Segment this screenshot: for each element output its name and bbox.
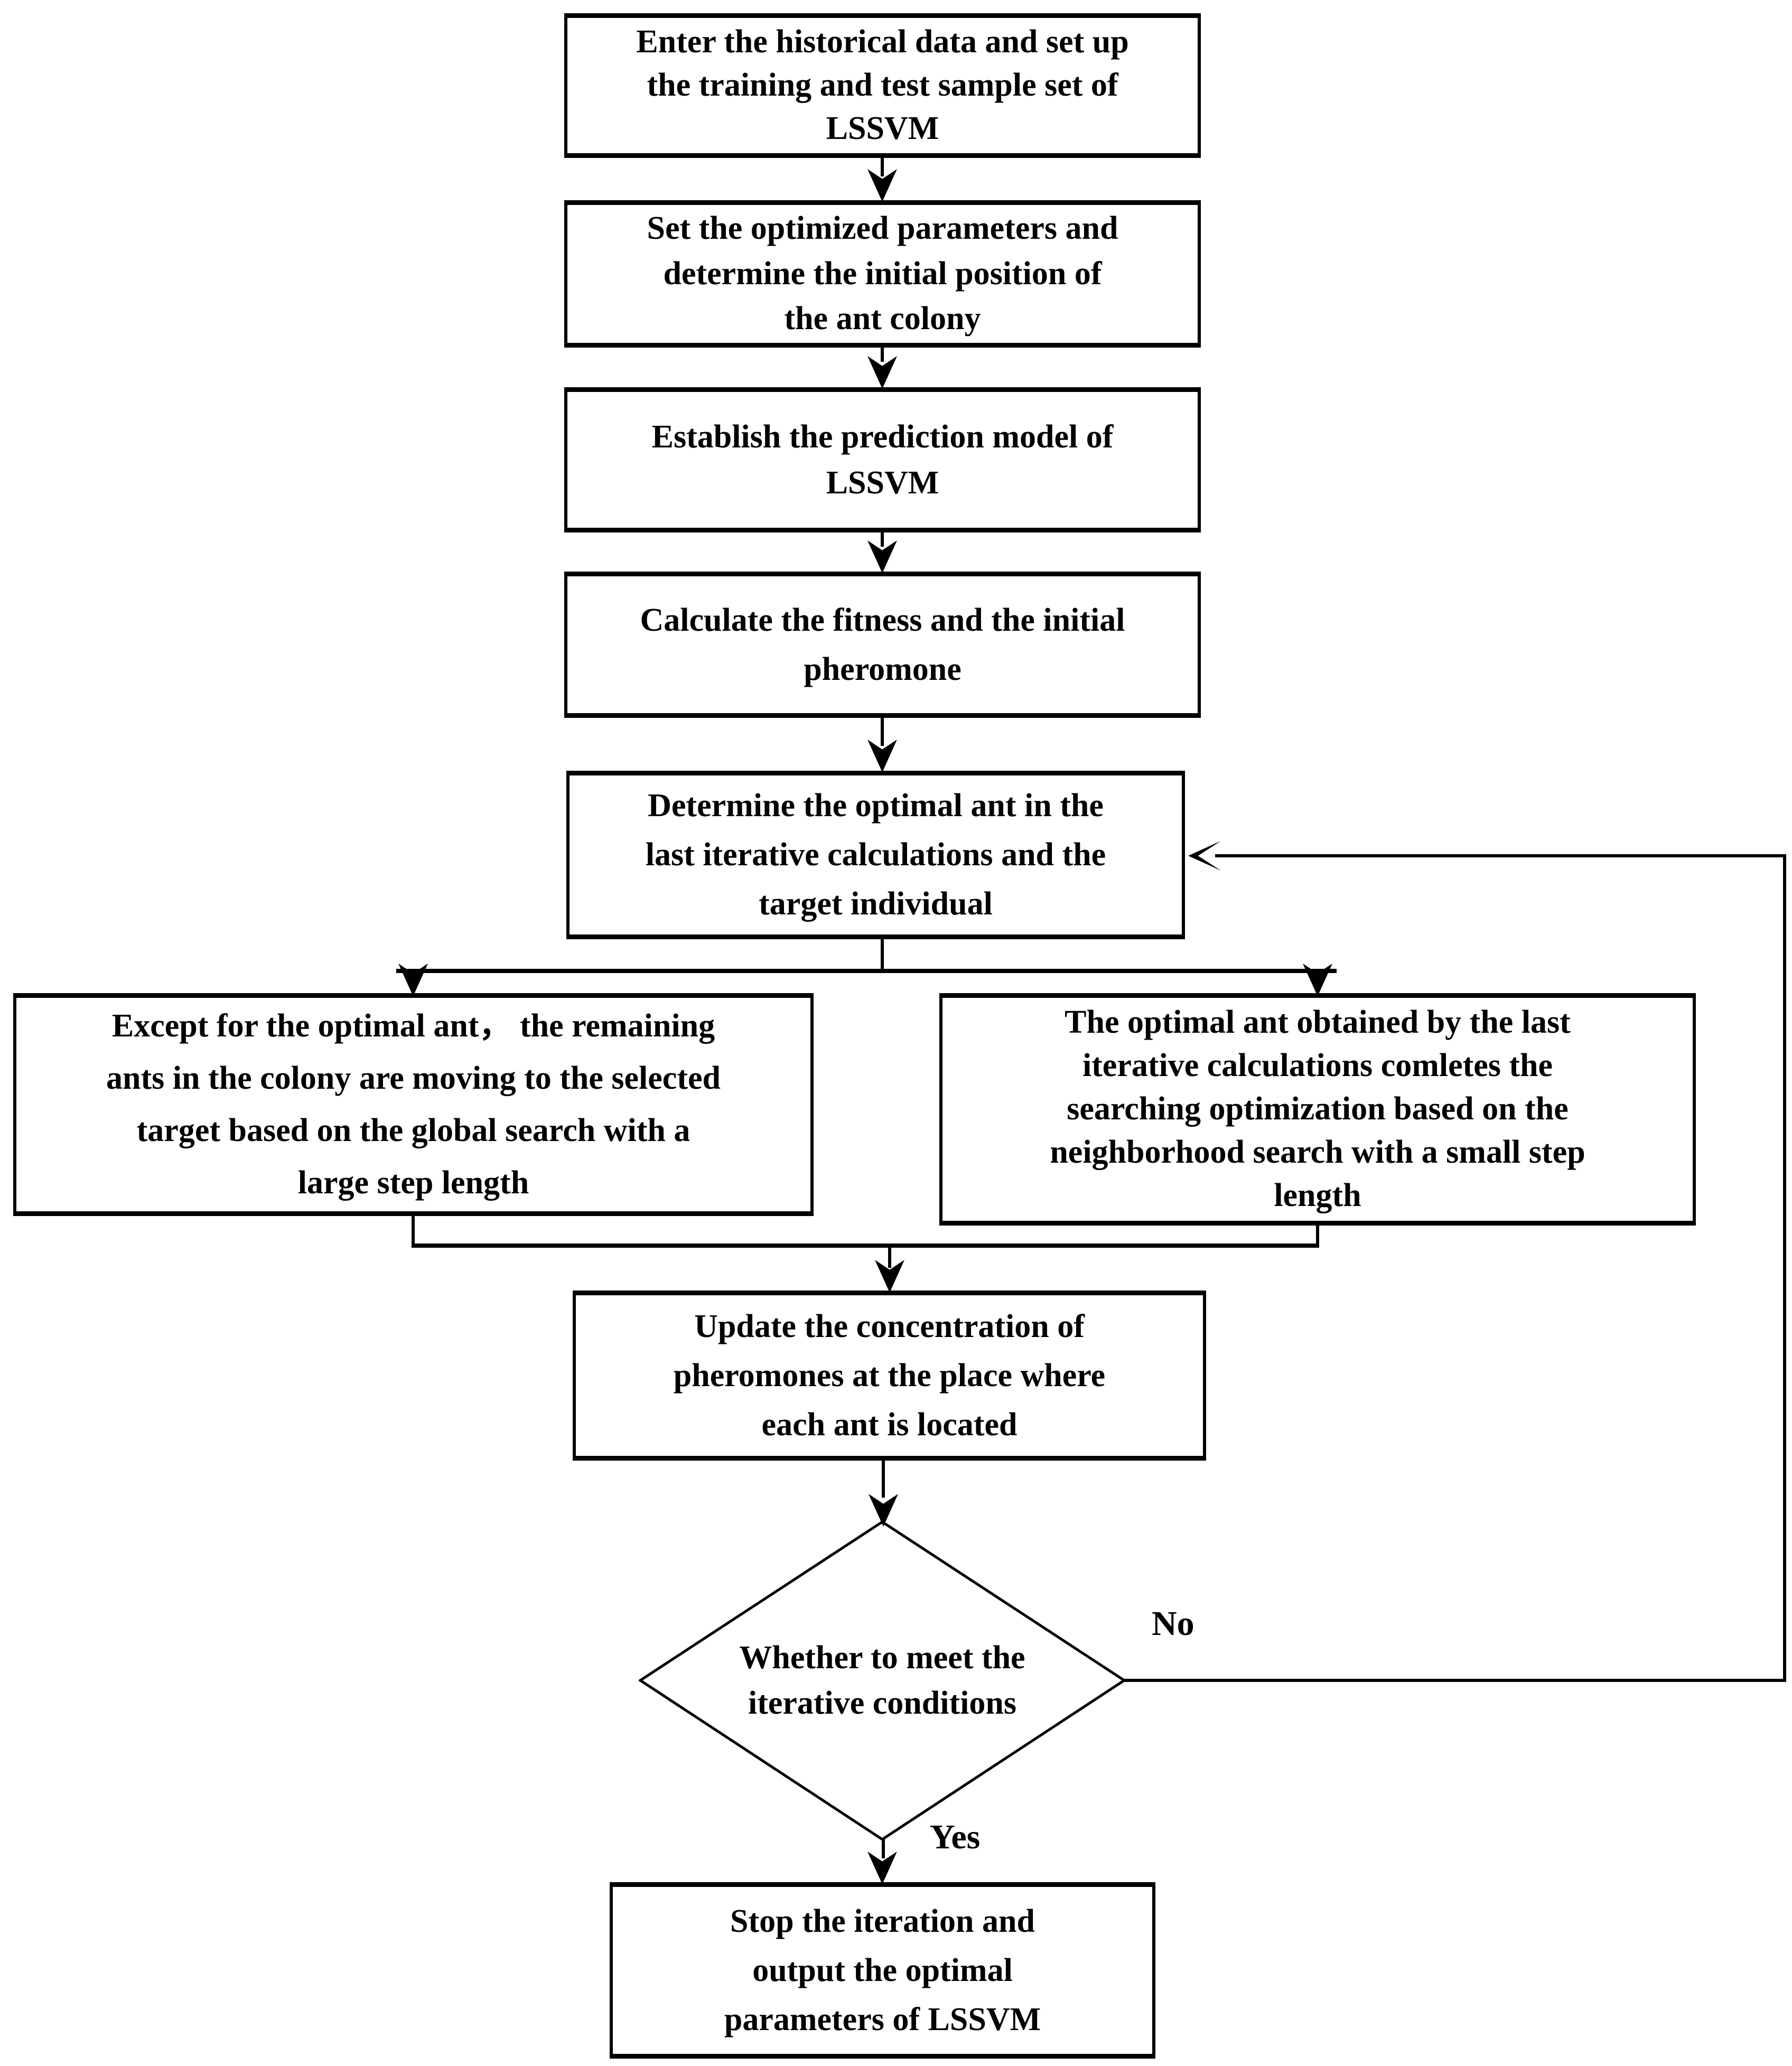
node-calculate-fitness: Calculate the fitness and the initial ph… [564,572,1201,718]
merge-stub-right [1316,1226,1319,1247]
yes-connector [882,1837,885,1858]
no-horizontal [1123,1679,1786,1682]
no-rail-vertical [1783,856,1786,1682]
merge-stub-left [412,1216,415,1247]
connector-1 [881,158,884,176]
node-neighborhood-search: The optimal ant obtained by the last ite… [939,993,1696,1226]
node-update-pheromones: Update the concentration of pheromones a… [573,1291,1206,1461]
node-global-search: Except for the optimal ant， the remainin… [13,993,814,1216]
yes-label: Yes [930,1818,981,1856]
node-set-parameters: Set the optimized parameters and determi… [564,200,1201,348]
no-label: No [1152,1604,1194,1643]
node-stop-iteration: Stop the iteration and output the optima… [610,1882,1155,2059]
connector-2 [881,348,884,362]
connector-3 [881,532,884,547]
no-return-horizontal [1215,854,1786,857]
decision-iterative-conditions: Whether to meet the iterative conditions [739,1639,1025,1721]
merge-stem [888,1244,891,1268]
branch-horizontal [396,969,1337,973]
connector-4 [881,718,884,746]
connector-to-decision [882,1461,885,1498]
node-enter-data: Enter the historical data and set up the… [564,13,1201,158]
node-determine-optimal-ant: Determine the optimal ant in the last it… [566,771,1185,939]
decision-diamond-shape [639,1520,1126,1841]
branch-stem [881,939,884,973]
node-establish-model: Establish the prediction model of LSSVM [564,387,1201,532]
merge-horizontal [412,1244,1319,1248]
